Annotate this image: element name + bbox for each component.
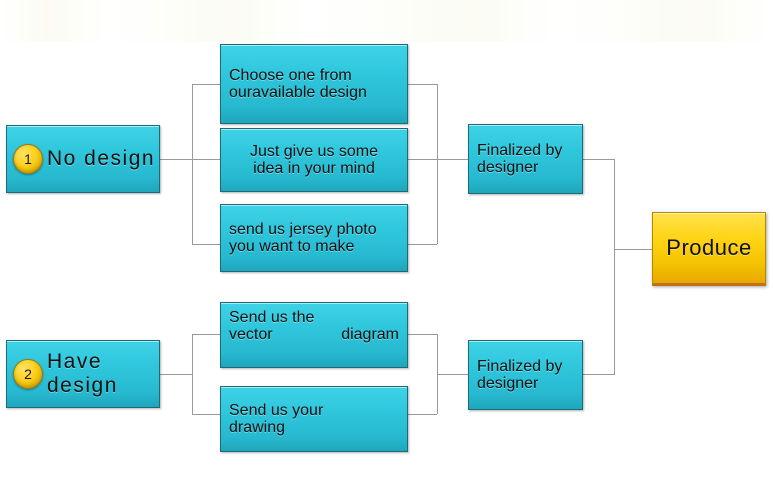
connector-review1-to-final	[583, 159, 615, 160]
connector-final-vertical	[614, 159, 615, 375]
badge-number-2: 2	[13, 359, 43, 389]
option-node-send-drawing[interactable]: Send us your drawing	[220, 386, 408, 452]
option-node-send-jersey-photo-label: send us jersey photo you want to make	[229, 220, 377, 255]
review-node-finalized-by-designer-top-label: Finalized by designer	[477, 141, 563, 176]
connector-option5-to-merge2	[408, 414, 437, 415]
connector-merge2-to-review2	[437, 374, 468, 375]
connector-final-to-produce	[614, 249, 653, 250]
connector-review2-to-final	[583, 374, 615, 375]
connector-trunk1-to-option3	[192, 244, 220, 245]
root-node-no-design-label: No design	[47, 147, 156, 171]
option-node-send-vector-diagram-label: Send us the vector diagram	[229, 309, 399, 344]
badge-number-1: 1	[13, 144, 43, 174]
connector-option3-to-merge1	[408, 244, 437, 245]
connector-option1-to-merge1	[408, 84, 437, 85]
connector-merge1-vertical	[437, 84, 438, 244]
option-node-send-vector-diagram[interactable]: Send us the vector diagram	[220, 302, 408, 368]
watermark-overlay	[0, 0, 773, 42]
terminal-node-produce-label: Produce	[666, 235, 752, 261]
option-node-give-idea[interactable]: Just give us some idea in your mind	[220, 128, 408, 192]
review-node-finalized-by-designer-bottom-label: Finalized by designer	[477, 357, 563, 392]
connector-option2-to-merge1	[408, 159, 437, 160]
root-node-no-design[interactable]: 1 No design	[6, 125, 160, 193]
connector-trunk1-vertical	[192, 84, 193, 244]
connector-root1-to-trunk	[160, 159, 192, 160]
option-node-choose-existing-design[interactable]: Choose one from ouravailable design	[220, 44, 408, 124]
option-node-give-idea-label: Just give us some idea in your mind	[249, 142, 379, 177]
connector-trunk2-vertical	[192, 334, 193, 414]
connector-trunk1-to-option2	[192, 159, 220, 160]
connector-root2-to-trunk	[160, 374, 192, 375]
root-node-have-design[interactable]: 2 Have design	[6, 340, 160, 408]
connector-merge1-to-review1	[437, 159, 468, 160]
option-node-send-drawing-label: Send us your drawing	[229, 401, 324, 436]
connector-trunk1-to-option1	[192, 84, 220, 85]
review-node-finalized-by-designer-bottom[interactable]: Finalized by designer	[468, 340, 583, 410]
connector-option4-to-merge2	[408, 334, 437, 335]
connector-trunk2-to-option1	[192, 334, 220, 335]
connector-trunk2-to-option2	[192, 414, 220, 415]
terminal-node-produce[interactable]: Produce	[652, 212, 766, 286]
root-node-have-design-label: Have design	[47, 350, 118, 397]
option-node-send-jersey-photo[interactable]: send us jersey photo you want to make	[220, 204, 408, 272]
option-node-choose-existing-design-label: Choose one from ouravailable design	[229, 66, 367, 101]
review-node-finalized-by-designer-top[interactable]: Finalized by designer	[468, 124, 583, 194]
